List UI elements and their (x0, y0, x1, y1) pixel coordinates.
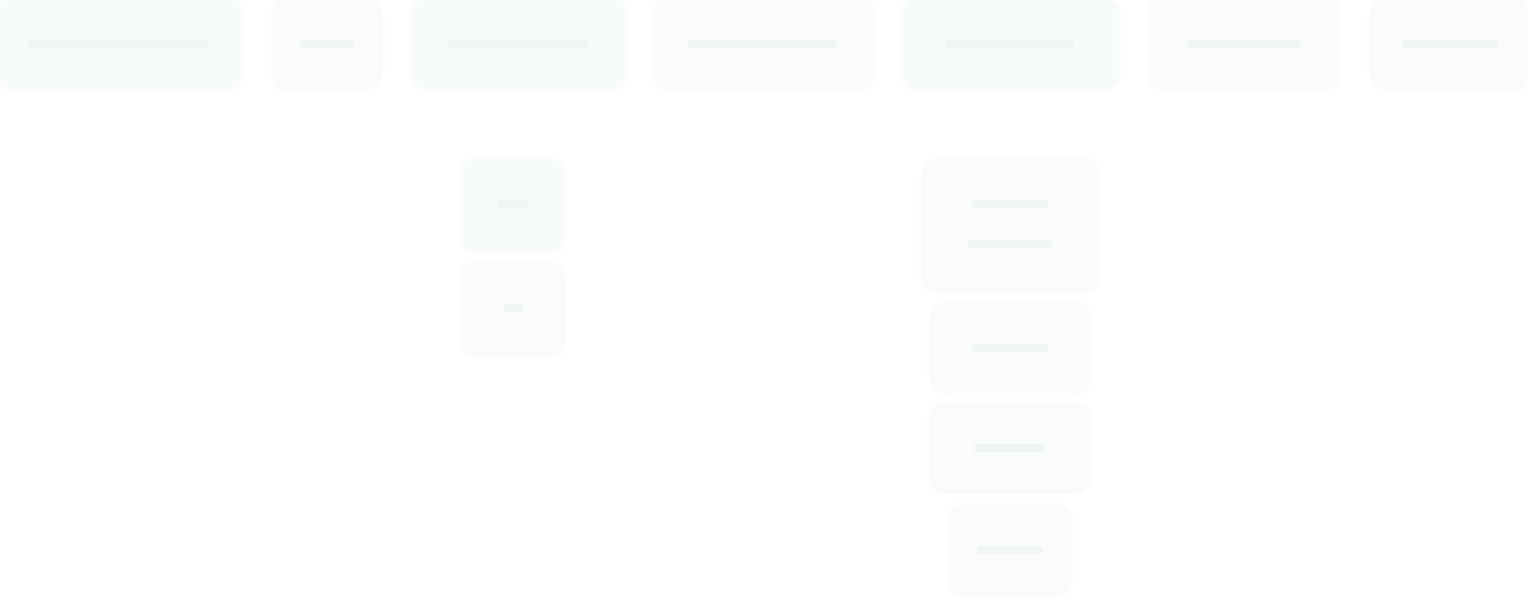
right-card-4[interactable] (951, 506, 1069, 592)
top-card-5[interactable] (905, 0, 1117, 86)
right-card-1[interactable] (924, 160, 1096, 288)
right-card-2[interactable] (932, 304, 1088, 390)
left-card-1[interactable] (463, 160, 563, 248)
top-card-2[interactable] (274, 0, 380, 86)
faded-label (972, 200, 1048, 208)
left-card-2[interactable] (463, 264, 563, 352)
faded-label (977, 546, 1043, 554)
top-card-6[interactable] (1151, 0, 1337, 86)
faded-label (300, 40, 354, 48)
faded-label (28, 40, 208, 48)
faded-label (974, 444, 1046, 452)
faded-label (448, 40, 588, 48)
top-card-4[interactable] (657, 0, 872, 86)
faded-label (497, 200, 529, 208)
faded-label (687, 40, 837, 48)
right-card-3[interactable] (932, 404, 1088, 490)
faded-label (945, 40, 1075, 48)
faded-label (968, 240, 1052, 248)
faded-label (1187, 40, 1301, 48)
top-card-7[interactable] (1372, 0, 1527, 86)
top-card-1[interactable] (0, 0, 240, 86)
faded-label (503, 304, 523, 312)
faded-label (1402, 40, 1498, 48)
top-card-3[interactable] (414, 0, 624, 86)
faded-label (972, 344, 1048, 352)
